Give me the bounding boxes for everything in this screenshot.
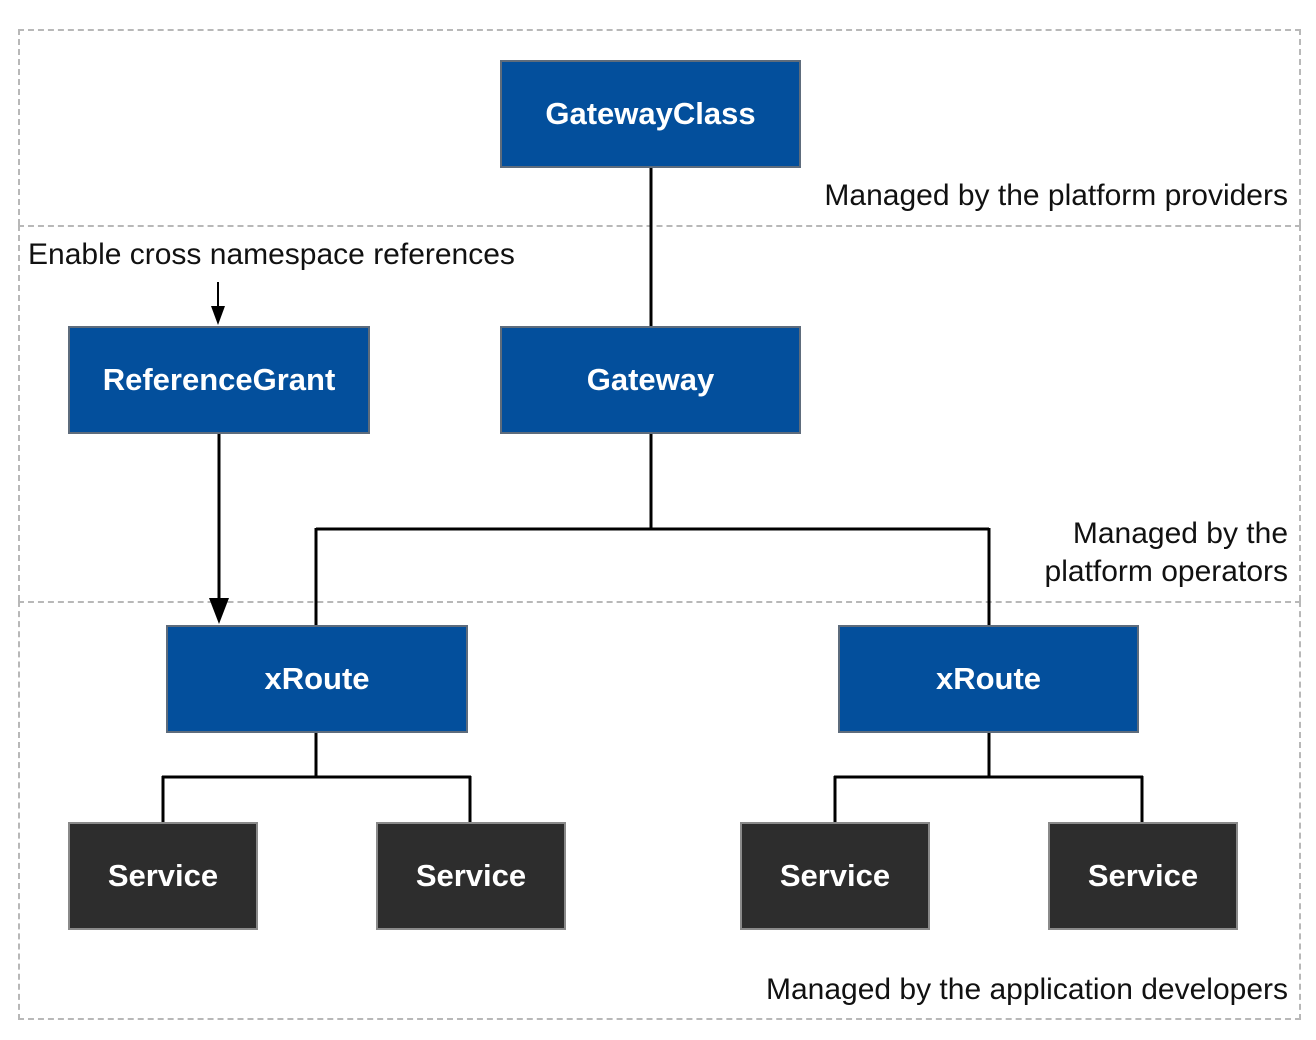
service-label-2: Service [415,858,527,893]
service-label-1: Service [107,858,219,893]
platform-providers-zone [18,29,1301,225]
xroute-left-label: xRoute [264,661,370,696]
application-developers-label: Managed by the application developers [765,973,1288,1006]
gatewayclass-label: GatewayClass [545,96,756,131]
gateway-node: Gateway [500,326,801,434]
xroute-left-node: xRoute [166,625,468,733]
platform-operators-label-line1: Managed by the [1072,517,1288,550]
xroute-right-node: xRoute [838,625,1139,733]
gatewayclass-node: GatewayClass [500,60,801,168]
xroute-right-label: xRoute [935,661,1042,696]
platform-providers-label: Managed by the platform providers [824,179,1288,212]
referencegrant-arrowhead [209,598,229,624]
service-node-2: Service [376,822,566,930]
service-label-4: Service [1087,858,1199,893]
cross-namespace-annotation: Enable cross namespace references [28,238,515,271]
gateway-label: Gateway [586,362,715,397]
service-node-3: Service [740,822,930,930]
platform-operators-label-line2: platform operators [1044,555,1288,588]
annotation-arrowhead [211,306,225,325]
referencegrant-label: ReferenceGrant [102,362,336,397]
referencegrant-node: ReferenceGrant [68,326,370,434]
service-node-4: Service [1048,822,1238,930]
service-label-3: Service [779,858,891,893]
application-developers-zone [18,601,1301,1020]
service-node-1: Service [68,822,258,930]
platform-operators-zone [18,225,1301,601]
